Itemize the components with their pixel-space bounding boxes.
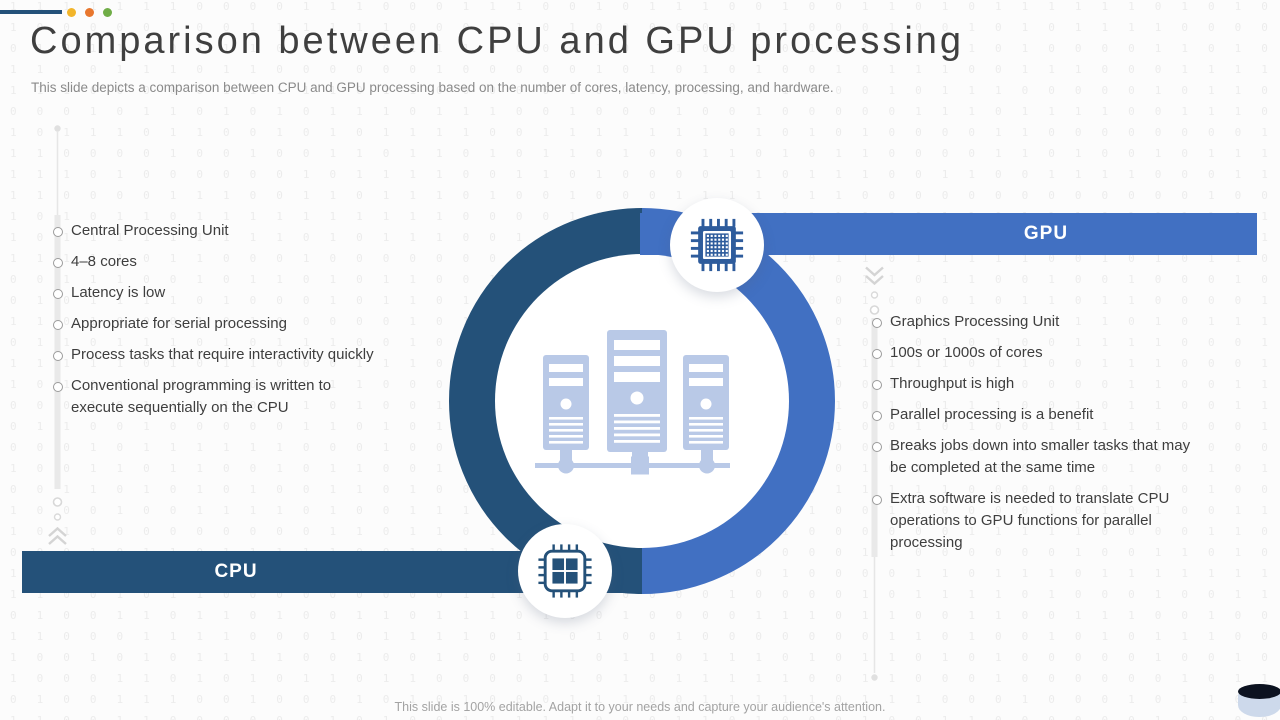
slide-title[interactable]: Comparison between CPU and GPU processin… [30,20,965,62]
top-left-decoration [0,0,130,26]
cylinder-top [1238,684,1280,699]
cpu-bullet-item: Appropriate for serial processing [53,313,375,335]
cpu-bullet-item: Process tasks that require interactivity… [53,344,375,366]
cpu-bullet-item: Latency is low [53,282,375,304]
accent-line [0,10,62,14]
server-cluster-icon [535,330,730,475]
gpu-bullet-item: Extra software is needed to translate CP… [872,488,1204,554]
gpu-banner-label: GPU [1023,223,1069,244]
orange-dot [85,8,94,17]
gpu-bullet-item: Breaks jobs down into smaller tasks that… [872,435,1204,479]
cpu-chip-badge[interactable] [518,524,612,618]
cpu-bullet-item: Conventional programming is written to e… [53,375,375,419]
gpu-chip-badge[interactable] [670,198,764,292]
database-cylinder-icon[interactable] [1238,684,1280,718]
cpu-bullet-item: Central Processing Unit [53,220,375,242]
gpu-bullet-item: 100s or 1000s of cores [872,342,1204,364]
gpu-bullet-list[interactable]: Graphics Processing Unit 100s or 1000s o… [872,311,1204,563]
gpu-bullet-item: Throughput is high [872,373,1204,395]
slide-footer-note: This slide is 100% editable. Adapt it to… [394,700,886,714]
cpu-banner-label: CPU [214,561,258,582]
cpu-chip-icon [538,544,592,598]
gpu-bullet-item: Graphics Processing Unit [872,311,1204,333]
gpu-bullet-item: Parallel processing is a benefit [872,404,1204,426]
slide-subtitle[interactable]: This slide depicts a comparison between … [31,80,834,95]
cpu-bullet-list[interactable]: Central Processing Unit 4–8 cores Latenc… [53,220,375,428]
green-dot [103,8,112,17]
gpu-chip-icon [690,218,744,272]
cpu-bullet-item: 4–8 cores [53,251,375,273]
yellow-dot [67,8,76,17]
